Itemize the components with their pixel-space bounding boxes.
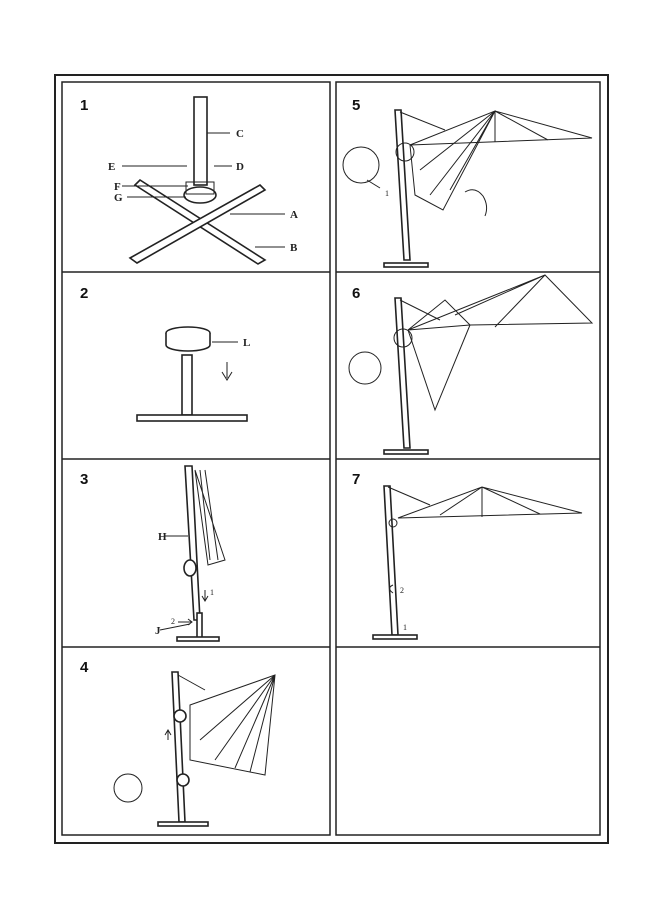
step-number: 2 bbox=[80, 285, 88, 302]
part-label-l: L bbox=[243, 337, 250, 349]
step-number: 3 bbox=[80, 471, 88, 488]
opening-umbrella-illustration bbox=[342, 109, 593, 268]
part-label-a: A bbox=[290, 209, 298, 221]
step-number: 7 bbox=[352, 471, 360, 488]
step-number: 6 bbox=[352, 285, 360, 302]
step-number: 5 bbox=[352, 97, 360, 114]
outer-frame bbox=[54, 74, 609, 844]
part-label-e: E bbox=[108, 161, 115, 173]
open-umbrella-illustration bbox=[372, 485, 583, 640]
step-5-panel: 5 1 bbox=[342, 97, 593, 268]
step-7-panel: 7 2 1 bbox=[352, 471, 583, 640]
step-marker-1: 1 bbox=[403, 623, 407, 632]
part-label-g: G bbox=[114, 192, 123, 204]
rotating-canopy-illustration bbox=[348, 274, 594, 455]
cover-and-base-illustration bbox=[136, 326, 248, 422]
leader-lines bbox=[122, 132, 285, 248]
part-label-j: J bbox=[155, 625, 161, 637]
step-marker-1: 1 bbox=[210, 588, 214, 597]
step-marker-2: 2 bbox=[171, 617, 175, 626]
panel-grid bbox=[61, 81, 601, 836]
step-4-panel: 4 bbox=[80, 659, 276, 827]
part-label-c: C bbox=[236, 128, 244, 140]
step-1-panel: 1 C D E F G A B bbox=[80, 96, 298, 265]
cross-base-illustration bbox=[128, 96, 267, 265]
closed-umbrella-illustration bbox=[159, 465, 226, 642]
step-3-panel: 3 H J 1 2 bbox=[80, 465, 226, 642]
step-2-panel: 2 L bbox=[80, 285, 250, 422]
part-label-f: F bbox=[114, 181, 121, 193]
step-number: 4 bbox=[80, 659, 89, 676]
tilting-umbrella-illustration bbox=[113, 671, 276, 827]
step-6-panel: 6 bbox=[348, 274, 594, 455]
step-number: 1 bbox=[80, 97, 88, 114]
step-marker-1: 1 bbox=[385, 189, 389, 198]
part-label-d: D bbox=[236, 161, 244, 173]
step-marker-2: 2 bbox=[400, 586, 404, 595]
part-label-h: H bbox=[158, 531, 167, 543]
part-label-b: B bbox=[290, 242, 298, 254]
